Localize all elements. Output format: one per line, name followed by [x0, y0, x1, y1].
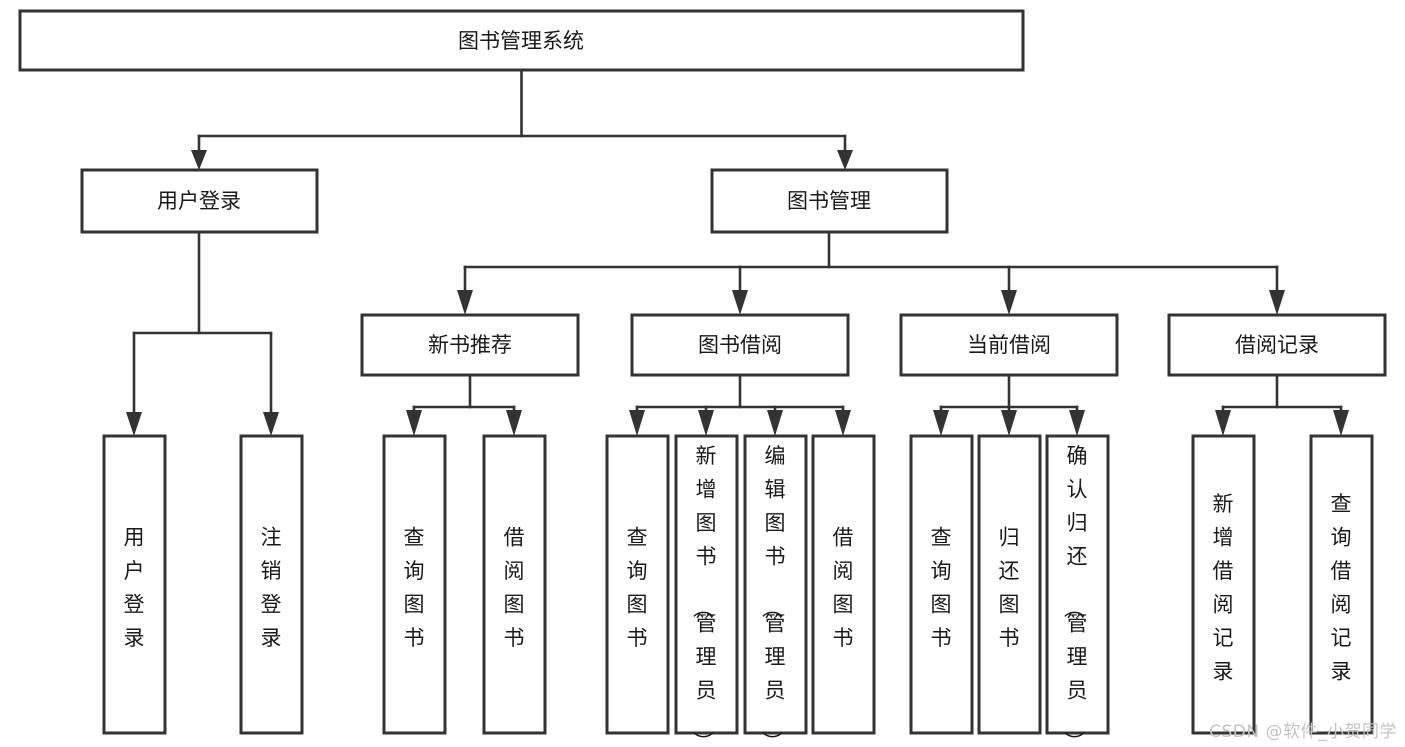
arrowhead-book-manage — [837, 150, 853, 170]
leaf-logout-login-box[interactable] — [239, 434, 304, 735]
node-borrow-record-box[interactable] — [1167, 313, 1387, 377]
arrowhead-leaf-query-book-3 — [933, 410, 949, 436]
leaf-add-record[interactable]: 新增借阅记录 — [1191, 434, 1256, 735]
leaf-query-book-1-box[interactable] — [382, 434, 447, 735]
leaf-return-book[interactable]: 归还图书 — [977, 434, 1042, 735]
leaf-query-book-1-label: 查询图书 — [404, 526, 425, 651]
leaf-user-login-label: 用户登录 — [124, 526, 145, 651]
arrowhead-leaf-logout-login — [263, 412, 279, 436]
leaf-add-book-box[interactable] — [674, 434, 739, 735]
node-user-login-box[interactable] — [80, 168, 319, 234]
arrowhead-leaf-borrow-book-1 — [506, 410, 522, 436]
node-new-book-recommend-label: 新书推荐 — [428, 333, 512, 357]
leaf-borrow-book-1-box[interactable] — [482, 434, 547, 735]
leaf-borrow-book-2-label: 借阅图书 — [833, 526, 854, 651]
node-book-borrow[interactable]: 图书借阅 — [630, 313, 850, 377]
connector-layer — [126, 68, 1349, 436]
leaf-logout-login-label: 注销登录 — [261, 526, 282, 651]
leaf-edit-book-label: 编辑图书（管理员） — [760, 444, 786, 747]
node-new-book-recommend[interactable]: 新书推荐 — [360, 313, 580, 377]
arrowhead-leaf-user-login — [126, 412, 142, 436]
leaf-query-book-1[interactable]: 查询图书 — [382, 434, 447, 735]
csdn-watermark: CSDN @软件_小贺同学 — [1209, 722, 1397, 742]
arrowhead-leaf-query-record — [1333, 410, 1349, 436]
node-book-manage[interactable]: 图书管理 — [710, 168, 949, 234]
node-borrow-record[interactable]: 借阅记录 — [1167, 313, 1387, 377]
leaf-query-book-3-label: 查询图书 — [931, 526, 952, 651]
arrowhead-borrow-record — [1269, 290, 1285, 315]
leaf-add-book[interactable]: 新增图书（管理员） — [674, 434, 739, 747]
node-current-borrow-box[interactable] — [899, 313, 1119, 377]
leaf-add-book-label: 新增图书（管理员） — [691, 444, 717, 747]
arrowhead-leaf-confirm-return — [1069, 410, 1085, 436]
node-root-box[interactable] — [18, 9, 1025, 72]
leaf-confirm-return[interactable]: 确认归还（管理员） — [1045, 434, 1110, 747]
leaf-query-record-box[interactable] — [1309, 434, 1374, 735]
leaf-user-login[interactable]: 用户登录 — [102, 434, 167, 735]
node-current-borrow-label: 当前借阅 — [967, 333, 1051, 357]
leaf-query-book-2-label: 查询图书 — [627, 526, 648, 651]
node-user-login[interactable]: 用户登录 — [80, 168, 319, 234]
arrowhead-leaf-borrow-book-2 — [835, 410, 851, 436]
leaf-add-record-box[interactable] — [1191, 434, 1256, 735]
node-user-login-label: 用户登录 — [157, 189, 241, 213]
leaf-edit-book-box[interactable] — [743, 434, 808, 735]
arrowhead-leaf-add-record — [1215, 410, 1231, 436]
arrowhead-new-book-recommend — [457, 290, 473, 315]
arrowhead-leaf-query-book-2 — [629, 410, 645, 436]
node-borrow-record-label: 借阅记录 — [1235, 333, 1319, 357]
leaf-borrow-book-2-box[interactable] — [811, 434, 876, 735]
leaf-return-book-box[interactable] — [977, 434, 1042, 735]
leaf-query-book-2[interactable]: 查询图书 — [605, 434, 670, 735]
leaf-edit-book[interactable]: 编辑图书（管理员） — [743, 434, 808, 747]
leaf-query-book-3-box[interactable] — [909, 434, 974, 735]
arrowhead-user-login — [191, 150, 207, 170]
node-current-borrow[interactable]: 当前借阅 — [899, 313, 1119, 377]
node-book-manage-label: 图书管理 — [787, 189, 871, 213]
leaf-query-record-label: 查询借阅记录 — [1331, 492, 1352, 684]
leaf-borrow-book-1[interactable]: 借阅图书 — [482, 434, 547, 735]
arrowhead-current-borrow — [1001, 290, 1017, 315]
node-book-manage-box[interactable] — [710, 168, 949, 234]
leaf-confirm-return-label: 确认归还（管理员） — [1062, 444, 1088, 747]
arrowhead-leaf-return-book — [1001, 410, 1017, 436]
node-book-borrow-box[interactable] — [630, 313, 850, 377]
leaf-query-book-2-box[interactable] — [605, 434, 670, 735]
node-book-borrow-label: 图书借阅 — [698, 333, 782, 357]
leaf-confirm-return-box[interactable] — [1045, 434, 1110, 735]
arrowhead-book-borrow — [732, 290, 748, 315]
leaf-borrow-book-2[interactable]: 借阅图书 — [811, 434, 876, 735]
leaf-query-record[interactable]: 查询借阅记录 — [1309, 434, 1374, 735]
leaf-query-book-3[interactable]: 查询图书 — [909, 434, 974, 735]
arrowhead-leaf-query-book-1 — [406, 410, 422, 436]
leaf-borrow-book-1-label: 借阅图书 — [504, 526, 525, 651]
leaf-logout-login[interactable]: 注销登录 — [239, 434, 304, 735]
leaf-return-book-label: 归还图书 — [999, 526, 1020, 651]
node-root-label: 图书管理系统 — [458, 29, 584, 53]
arrowhead-leaf-add-book — [698, 410, 714, 436]
arrowhead-leaf-edit-book — [767, 410, 783, 436]
node-new-book-recommend-box[interactable] — [360, 313, 580, 377]
node-root[interactable]: 图书管理系统 — [18, 9, 1025, 72]
leaf-add-record-label: 新增借阅记录 — [1213, 492, 1234, 684]
leaf-user-login-box[interactable] — [102, 434, 167, 735]
